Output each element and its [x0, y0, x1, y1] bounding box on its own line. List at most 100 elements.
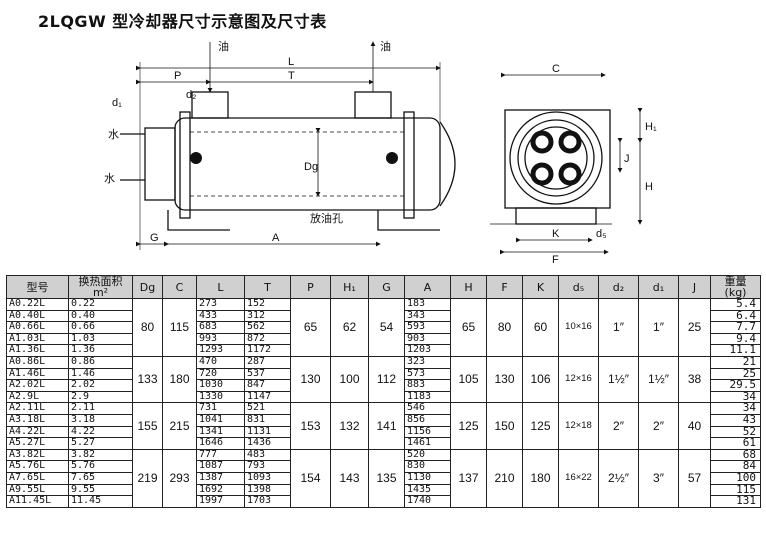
cell-weight: 68: [710, 448, 761, 462]
cell-weight: 11.1: [710, 344, 761, 357]
cell-model: A0.22L: [6, 298, 69, 311]
cell-model: A5.76L: [6, 460, 69, 473]
cell-L: 993: [196, 332, 245, 346]
dim-label-C: C: [552, 63, 560, 75]
cell-A: 573: [404, 367, 451, 381]
cell-A: 343: [404, 309, 451, 323]
cell-L: 1330: [196, 390, 245, 404]
cell-K: 60: [522, 298, 559, 357]
cell-A: 323: [404, 355, 451, 369]
dim-label-K: K: [552, 228, 560, 240]
cell-T: 872: [244, 332, 291, 346]
cell-A: 856: [404, 413, 451, 427]
cell-T: 1436: [244, 437, 291, 450]
cell-weight: 61: [710, 437, 761, 450]
dim-label-T: T: [288, 70, 295, 82]
dim-label-H: H: [645, 181, 653, 193]
cell-K: 106: [522, 355, 559, 404]
cell-L: 1293: [196, 344, 245, 357]
cell-weight: 21: [710, 355, 761, 369]
cell-weight: 115: [710, 483, 761, 497]
cell-area: 5.76: [68, 460, 133, 473]
cell-area: 0.22: [68, 298, 133, 311]
cell-L: 777: [196, 448, 245, 462]
cell-T: 1147: [244, 390, 291, 404]
cell-A: 1740: [404, 495, 451, 508]
cell-P: 153: [290, 402, 331, 450]
cell-model: A1.03L: [6, 332, 69, 346]
dim-label-d2: d₂: [186, 89, 196, 101]
header-d1: d₁: [638, 275, 679, 299]
cell-T: 1093: [244, 471, 291, 485]
cell-H: 105: [450, 355, 487, 404]
cell-model: A1.36L: [6, 344, 69, 357]
cell-area: 4.22: [68, 425, 133, 439]
cell-T: 793: [244, 460, 291, 473]
cell-area: 0.86: [68, 355, 133, 369]
cell-L: 433: [196, 309, 245, 323]
cell-H1: 132: [330, 402, 369, 450]
cell-H1: 143: [330, 448, 369, 508]
cell-model: A1.46L: [6, 367, 69, 381]
cell-T: 521: [244, 402, 291, 415]
cell-L: 1087: [196, 460, 245, 473]
cell-weight: 43: [710, 413, 761, 427]
cell-area: 1.46: [68, 367, 133, 381]
cell-L: 1997: [196, 495, 245, 508]
cell-area: 1.03: [68, 332, 133, 346]
cell-F: 80: [486, 298, 523, 357]
page-title: 2LQGW 型冷却器尺寸示意图及尺寸表: [38, 12, 327, 31]
header-F: F: [486, 275, 523, 299]
cell-area: 1.36: [68, 344, 133, 357]
cell-model: A9.55L: [6, 483, 69, 497]
cell-model: A3.18L: [6, 413, 69, 427]
cell-area: 7.65: [68, 471, 133, 485]
cell-L: 731: [196, 402, 245, 415]
water-label-upper: 水: [108, 128, 119, 141]
cell-weight: 131: [710, 495, 761, 508]
cell-P: 130: [290, 355, 331, 404]
oil-label-inlet: 油: [218, 39, 229, 53]
cell-P: 65: [290, 298, 331, 357]
cell-model: A3.82L: [6, 448, 69, 462]
cell-A: 1203: [404, 344, 451, 357]
cell-C: 215: [162, 402, 197, 450]
cell-model: A2.9L: [6, 390, 69, 404]
cell-model: A4.22L: [6, 425, 69, 439]
cell-weight: 6.4: [710, 309, 761, 323]
cell-H1: 100: [330, 355, 369, 404]
cell-T: 287: [244, 355, 291, 369]
water-label-lower: 水: [104, 172, 115, 185]
cell-T: 1131: [244, 425, 291, 439]
cell-C: 293: [162, 448, 197, 508]
cell-C: 180: [162, 355, 197, 404]
cell-weight: 34: [710, 390, 761, 404]
cell-P: 154: [290, 448, 331, 508]
cell-H: 137: [450, 448, 487, 508]
cell-model: A0.40L: [6, 309, 69, 323]
header-P: P: [290, 275, 331, 299]
cell-d1: 1½″: [638, 355, 679, 404]
cell-A: 1156: [404, 425, 451, 439]
header-H1: H₁: [330, 275, 369, 299]
cell-model: A0.86L: [6, 355, 69, 369]
header-K: K: [522, 275, 559, 299]
cell-L: 470: [196, 355, 245, 369]
cooler-dimension-drawing: 油 油 水 水 放油孔 P L T G A d₁ d₂ Dg C H₁ J H …: [104, 39, 657, 266]
cell-d2: 1½″: [598, 355, 639, 404]
dim-label-G: G: [150, 232, 159, 244]
cell-weight: 9.4: [710, 332, 761, 346]
cell-T: 483: [244, 448, 291, 462]
cell-model: A0.66L: [6, 321, 69, 334]
cell-A: 183: [404, 298, 451, 311]
cell-area: 0.66: [68, 321, 133, 334]
cell-area: 11.45: [68, 495, 133, 508]
